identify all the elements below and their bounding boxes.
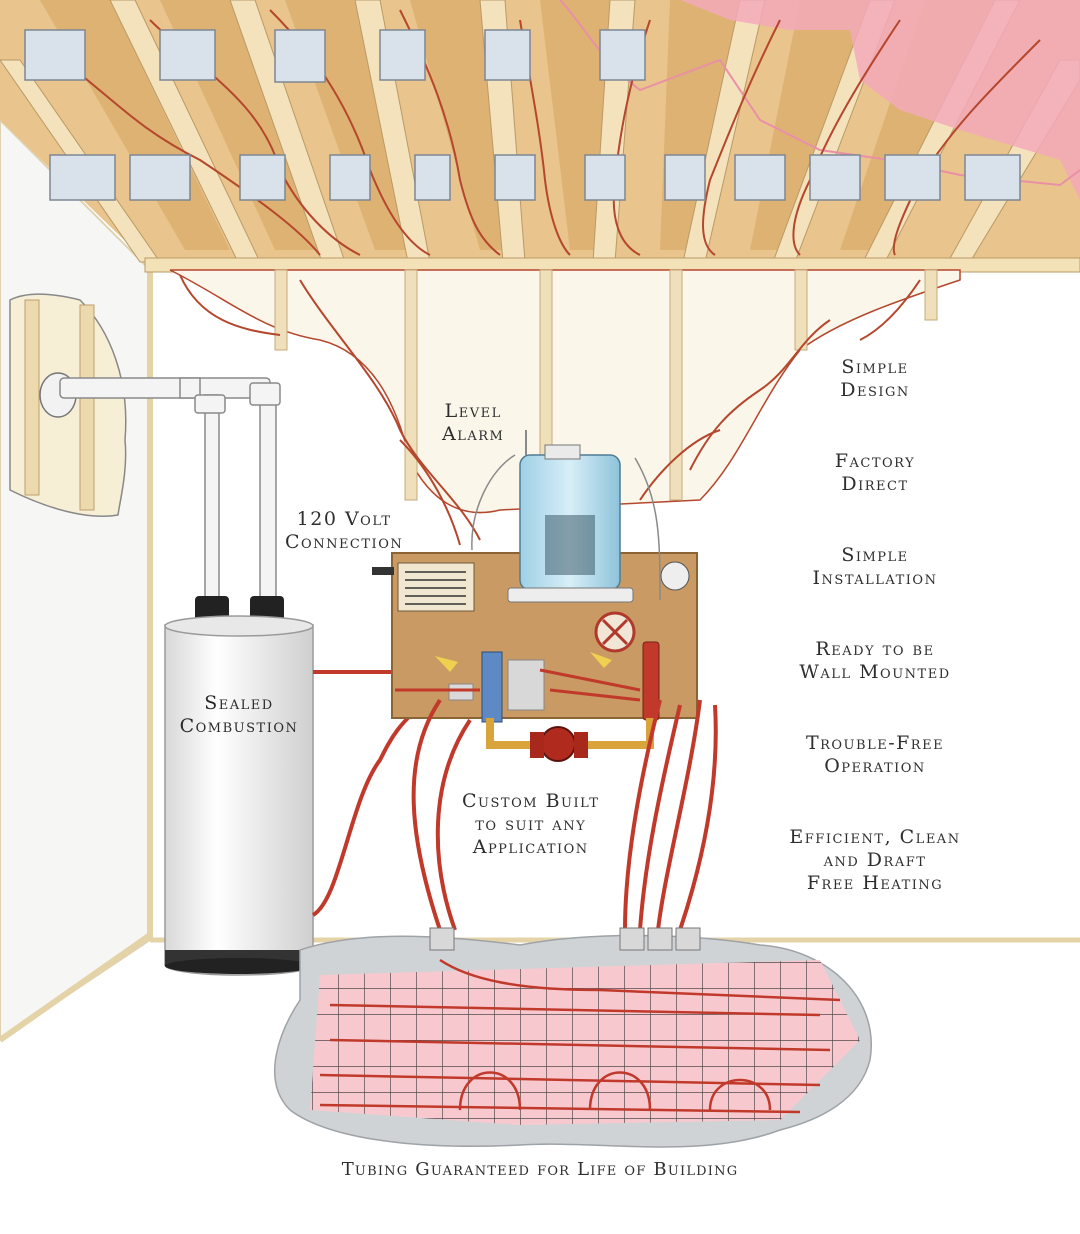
feature-simple-installation: Simple Installation [812, 544, 938, 589]
wall-studs [169, 269, 961, 546]
floor-slab [274, 927, 872, 1148]
feature-wall-mounted: Ready to be Wall Mounted [799, 638, 951, 683]
custom-built-label: Custom Built to suit any Application [462, 790, 600, 858]
feature-trouble-free: Trouble-Free Operation [805, 732, 945, 777]
volt-connection-label: 120 Volt Connection [285, 508, 404, 553]
vent-pipes [59, 377, 281, 606]
tubing-guarantee-caption: Tubing Guaranteed for Life of Building [341, 1159, 739, 1180]
level-alarm-reservoir [471, 430, 661, 603]
feature-efficient-heating: Efficient, Clean and Draft Free Heating [789, 826, 961, 894]
supply-lines [311, 670, 432, 917]
feature-factory-direct: Factory Direct [834, 450, 916, 495]
floor-loop-tubing [411, 698, 718, 931]
level-alarm-label: Level Alarm [442, 400, 505, 445]
sealed-combustion-label: Sealed Combustion [179, 692, 299, 737]
ceiling-joists [0, 0, 1080, 273]
control-panel [372, 552, 698, 762]
water-heater-tank [164, 596, 314, 976]
feature-simple-design: Simple Design [840, 356, 910, 401]
